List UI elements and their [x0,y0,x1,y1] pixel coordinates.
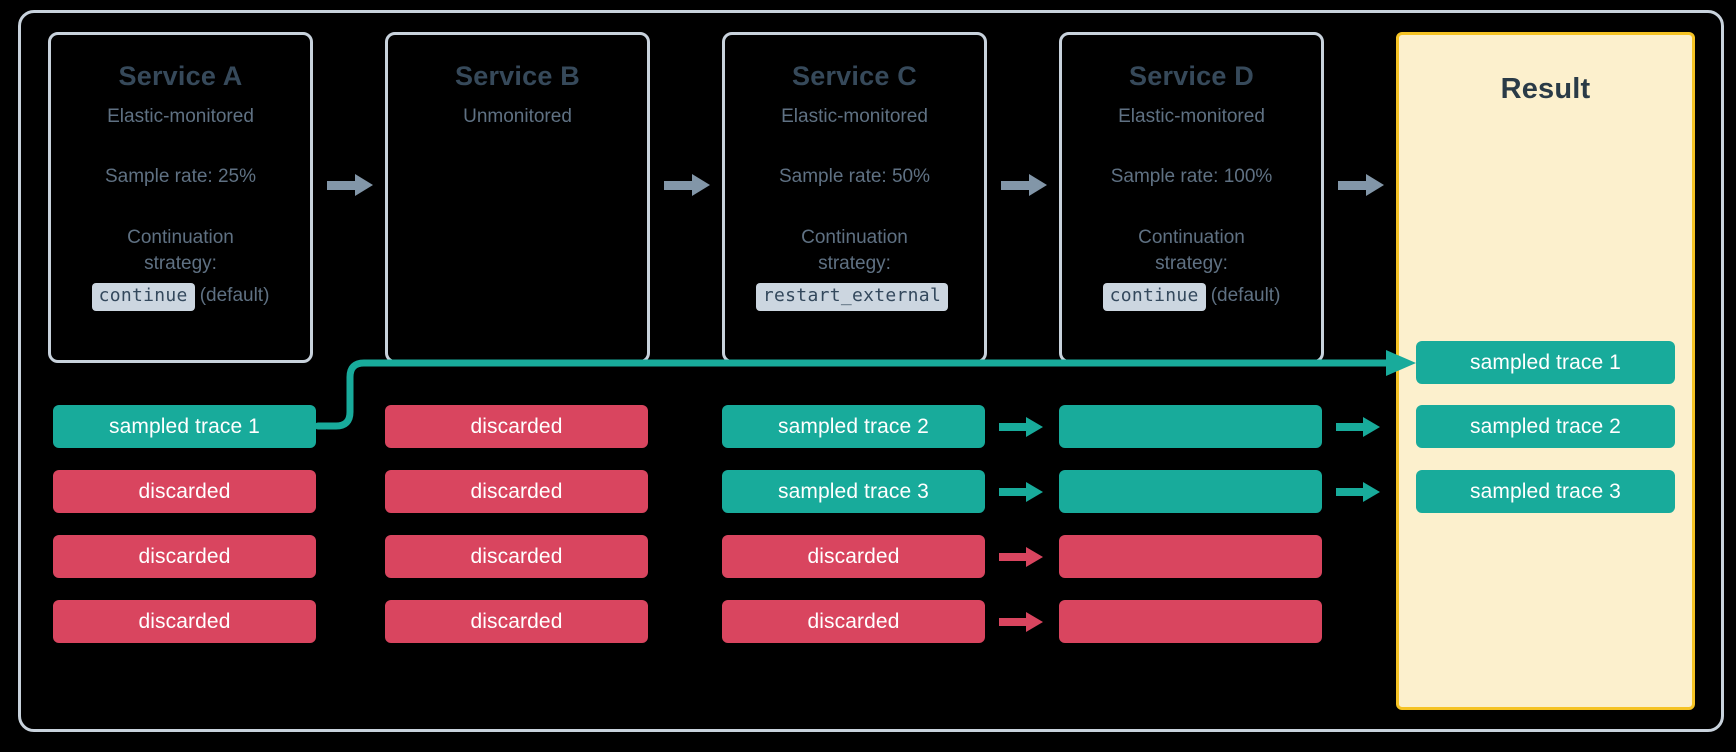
trace-pill: discarded [385,405,648,448]
arrow-c-to-d-icon [1001,174,1047,196]
arrow-shaft [999,488,1027,496]
service-a-strategy-note: (default) [199,285,270,307]
service-c-title: Service C [792,61,917,91]
service-d-strategy-label-2: strategy: [1155,252,1228,274]
arrow-shaft [1338,181,1368,190]
service-a-strategy-label: Continuation [127,227,234,249]
trace-pill: sampled trace 1 [53,405,316,448]
arrow-head [1026,417,1043,437]
trace-pill: sampled trace 3 [722,470,985,513]
arrow-head [1366,174,1384,196]
trace-pill: discarded [53,600,316,643]
arrow-head [1026,547,1043,567]
arrow-shaft [999,553,1027,561]
service-a-strategy-code: continue [91,283,195,311]
arrow-d0-to-result1-icon [1336,417,1380,437]
service-c-strategy-label: Continuation [801,227,908,249]
service-a-title: Service A [118,61,243,91]
trace-pill: discarded [722,535,985,578]
trace-pill: discarded [385,470,648,513]
service-a-strategy-label-2: strategy: [144,252,217,274]
service-d-strategy-note: (default) [1210,285,1281,307]
service-d-sample-rate: Sample rate: 100% [1110,166,1273,188]
arrow-head [1363,482,1380,502]
service-c-strategy-code: restart_external [755,283,949,311]
trace-pill: sampled trace 2 [722,405,985,448]
service-d-strategy-code: continue [1102,283,1206,311]
service-c-sample-rate: Sample rate: 50% [778,166,931,188]
service-d-subtitle: Elastic-monitored [1118,106,1265,128]
arrow-head [1026,482,1043,502]
service-a-sample-rate: Sample rate: 25% [104,166,257,188]
service-a-strategy-value: continue(default) [51,283,310,311]
arrow-shaft [999,423,1027,431]
service-card-d: Service D Elastic-monitored Sample rate:… [1059,32,1324,363]
trace-pill: discarded [722,600,985,643]
arrow-head [1363,417,1380,437]
arrow-c3-to-d3-icon [999,612,1043,632]
service-card-c: Service C Elastic-monitored Sample rate:… [722,32,987,363]
service-a-subtitle: Elastic-monitored [107,106,254,128]
diagram-frame [18,10,1724,732]
trace-pill: discarded [53,470,316,513]
arrow-d-to-result-icon [1338,174,1384,196]
trace-pill: discarded [385,535,648,578]
result-title: Result [1500,73,1591,105]
result-trace-pill: sampled trace 1 [1416,341,1675,384]
arrow-shaft [327,181,357,190]
trace-pill [1059,600,1322,643]
arrow-head [1029,174,1047,196]
service-d-title: Service D [1129,61,1254,91]
arrow-head [355,174,373,196]
service-c-subtitle: Elastic-monitored [781,106,928,128]
service-c-strategy-value: restart_external [725,283,984,311]
trace-pill [1059,535,1322,578]
service-b-title: Service B [455,61,580,91]
service-c-strategy-note [948,285,953,306]
service-card-a: Service A Elastic-monitored Sample rate:… [48,32,313,363]
arrow-a-to-b-icon [327,174,373,196]
trace-pill: discarded [53,535,316,578]
arrow-shaft [1001,181,1031,190]
result-trace-pill: sampled trace 2 [1416,405,1675,448]
service-d-strategy-label: Continuation [1138,227,1245,249]
arrow-shaft [999,618,1027,626]
service-c-strategy-label-2: strategy: [818,252,891,274]
arrow-shaft [1336,423,1364,431]
service-b-subtitle: Unmonitored [463,106,572,128]
arrow-head [1026,612,1043,632]
trace-pill: discarded [385,600,648,643]
service-card-b: Service B Unmonitored [385,32,650,363]
arrow-shaft [664,181,694,190]
arrow-c0-to-d0-icon [999,417,1043,437]
arrow-head [692,174,710,196]
arrow-c1-to-d1-icon [999,482,1043,502]
service-d-strategy-value: continue(default) [1062,283,1321,311]
arrow-b-to-c-icon [664,174,710,196]
arrow-d1-to-result2-icon [1336,482,1380,502]
trace-pill [1059,405,1322,448]
trace-pill [1059,470,1322,513]
arrow-c2-to-d2-icon [999,547,1043,567]
arrow-shaft [1336,488,1364,496]
result-trace-pill: sampled trace 3 [1416,470,1675,513]
